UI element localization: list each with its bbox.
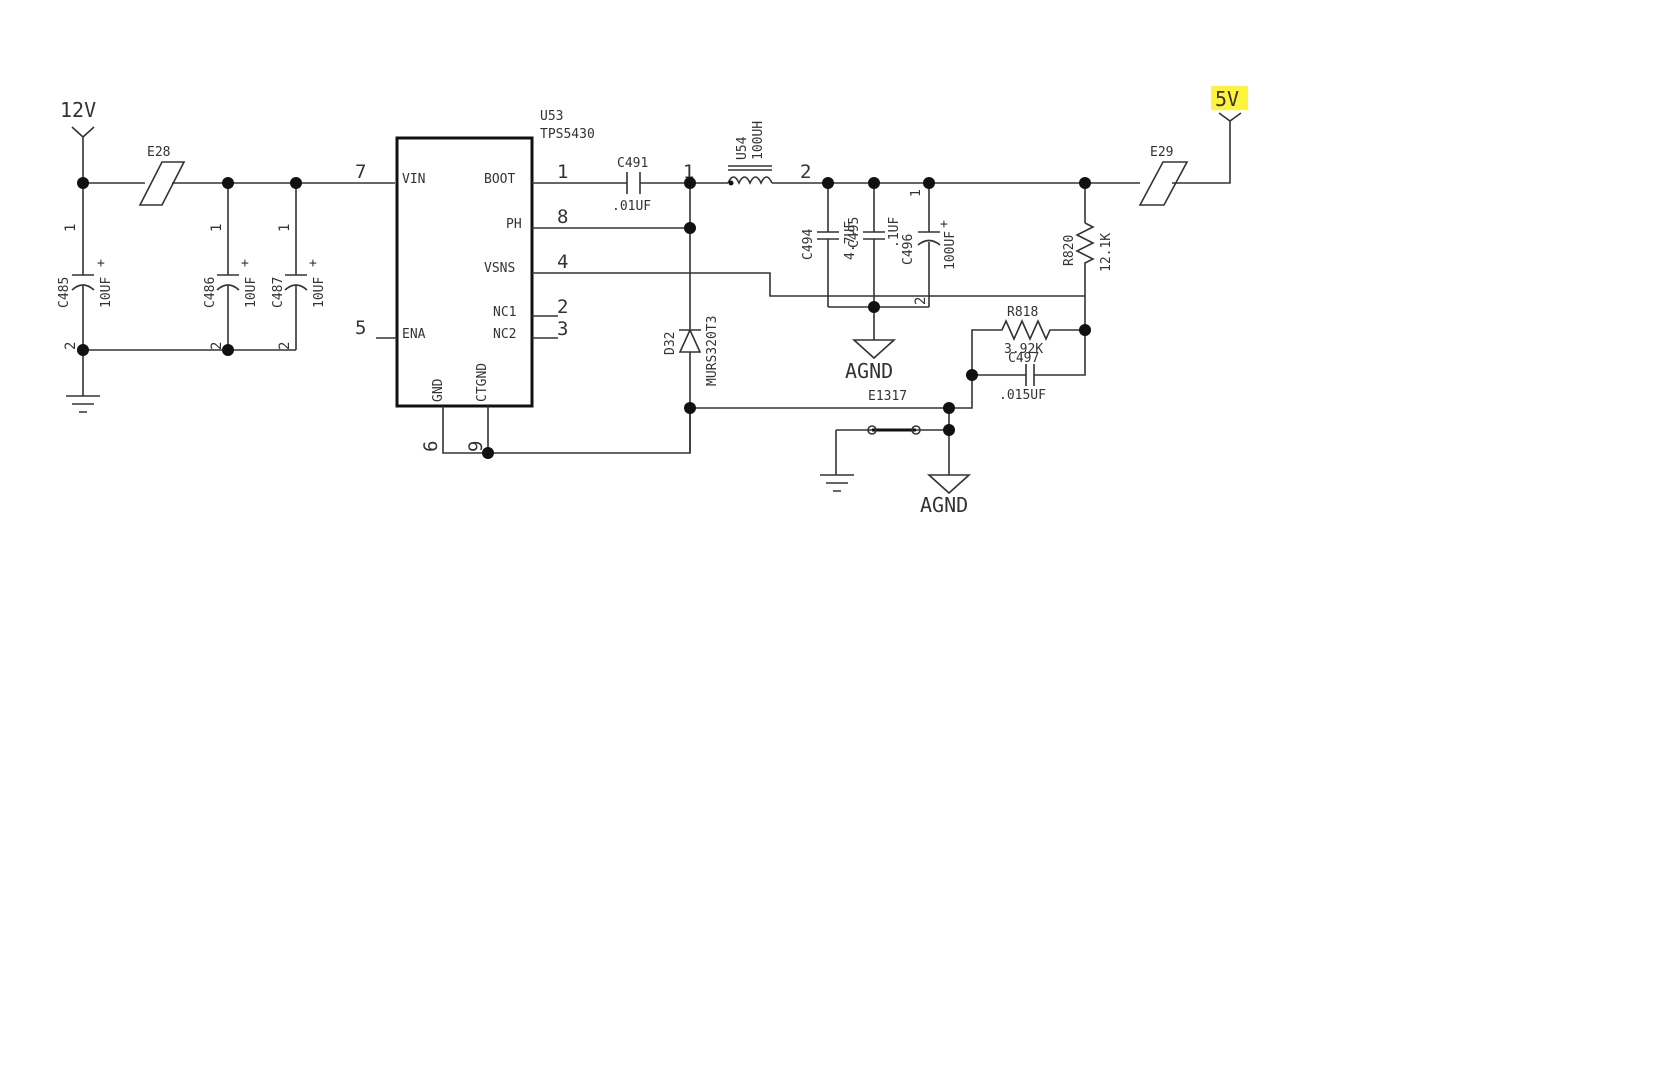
capacitor-c487: + 1 2 C487 10UF xyxy=(271,183,327,350)
c495-value: .1UF xyxy=(887,217,902,248)
capacitor-c494: C494 4.7UF xyxy=(801,183,858,307)
c486-ref: C486 xyxy=(203,277,218,308)
pin-ctgnd-number: 9 xyxy=(465,441,487,452)
wire-input-ground xyxy=(82,349,296,396)
c486-value: 10UF xyxy=(244,277,259,308)
ferrite-e28: E28 xyxy=(138,145,186,206)
earth-ground-icon xyxy=(820,474,854,492)
resistor-r820: R820 12.1K xyxy=(1062,183,1114,330)
capacitor-c496: + 1 2 C496 100UF xyxy=(901,183,958,307)
inductor-u54: U54 100UH 2 xyxy=(690,121,1140,186)
agnd1-label: AGND xyxy=(845,359,893,383)
pin-vsns-number: 4 xyxy=(557,251,568,273)
pin-ctgnd-label: CTGND xyxy=(475,363,490,402)
ic-ref: U53 xyxy=(540,109,563,124)
pin-vsns-label: VSNS xyxy=(484,261,515,276)
ic-u53: U53 TPS5430 VIN BOOT PH VSNS ENA NC1 NC2… xyxy=(355,109,595,452)
agnd2-label: AGND xyxy=(920,493,968,517)
rail-5v-label: 5V xyxy=(1215,87,1239,111)
wire-feedback-ground xyxy=(690,375,973,409)
c496-ref: C496 xyxy=(901,234,916,265)
rail-5v-arrow xyxy=(1218,112,1242,122)
u54-pin2: 2 xyxy=(800,161,811,183)
pin-ena-label: ENA xyxy=(402,327,426,342)
pin-nc2-label: NC2 xyxy=(493,327,516,342)
capacitor-c497: C497 .015UF xyxy=(972,330,1086,403)
c487-ref: C487 xyxy=(271,277,286,308)
agnd-icon: AGND xyxy=(920,474,972,517)
wire-output-ground xyxy=(828,306,929,340)
c487-plus: + xyxy=(309,256,317,271)
u54-ref: U54 xyxy=(735,136,750,160)
d32-value: MURS320T3 xyxy=(705,316,720,386)
e29-label: E29 xyxy=(1150,145,1173,160)
c486-pin1: 1 xyxy=(209,224,225,232)
pin-gnd-number: 6 xyxy=(420,441,442,452)
e1317-label: E1317 xyxy=(868,389,907,404)
ferrite-e29: E29 xyxy=(1138,121,1231,206)
c491-value: .01UF xyxy=(612,199,651,214)
pin-boot-number: 1 xyxy=(557,161,568,183)
c497-ref: C497 xyxy=(1008,351,1039,366)
capacitor-c491: C491 .01UF 1 xyxy=(612,156,694,214)
c496-value: 100UF xyxy=(943,231,958,270)
c491-pin1: 1 xyxy=(683,161,694,183)
pin-ph-number: 8 xyxy=(557,206,568,228)
wire-vsns xyxy=(532,272,1085,297)
c485-ref: C485 xyxy=(57,277,72,308)
pin-nc1-number: 2 xyxy=(557,296,568,318)
u54-value: 100UH xyxy=(751,121,766,160)
c486-plus: + xyxy=(241,256,249,271)
c495-ref: C495 xyxy=(847,217,862,248)
pin-nc2-number: 3 xyxy=(557,318,568,340)
c496-plus: + xyxy=(940,217,948,232)
c496-pin2: 2 xyxy=(913,297,929,305)
junction-dots xyxy=(77,177,1091,459)
e28-label: E28 xyxy=(147,145,170,160)
c485-value: 10UF xyxy=(99,277,114,308)
rail-5v: 5V xyxy=(1211,86,1248,122)
jumper-e1317: E1317 xyxy=(835,389,949,475)
r820-value: 12.1K xyxy=(1099,233,1114,272)
pin-gnd-label: GND xyxy=(431,378,446,402)
pin-nc1-label: NC1 xyxy=(493,305,516,320)
c486-pin2: 2 xyxy=(209,342,225,350)
c485-plus: + xyxy=(97,256,105,271)
earth-ground-icon xyxy=(66,395,100,413)
c496-pin1: 1 xyxy=(909,189,924,197)
rail-12v-label: 12V xyxy=(60,98,96,122)
c494-ref: C494 xyxy=(801,229,816,260)
d32-ref: D32 xyxy=(663,332,678,355)
rail-12v-arrow xyxy=(71,126,95,183)
c487-pin2: 2 xyxy=(277,342,293,350)
pin-ph-label: PH xyxy=(506,217,522,232)
c487-value: 10UF xyxy=(312,277,327,308)
capacitor-c486: + 1 2 C486 10UF xyxy=(203,183,259,350)
rail-5v-highlight xyxy=(1211,86,1248,110)
r820-ref: R820 xyxy=(1062,235,1077,266)
r818-ref: R818 xyxy=(1007,305,1038,320)
ic-body xyxy=(395,136,534,408)
r818-value: 3.92K xyxy=(1004,342,1043,357)
resistor-r818: R818 3.92K xyxy=(971,305,1085,375)
c487-pin1: 1 xyxy=(277,224,293,232)
rail-12v: 12V xyxy=(60,98,96,183)
wire-nc-ena xyxy=(376,315,558,339)
c485-pin1: 1 xyxy=(63,224,79,232)
pin-ena-number: 5 xyxy=(355,317,366,339)
c494-value: 4.7UF xyxy=(843,221,858,260)
c491-ref: C491 xyxy=(617,156,648,171)
capacitor-c495: C495 .1UF xyxy=(847,183,902,307)
pin-vin-number: 7 xyxy=(355,161,366,183)
c485-pin2: 2 xyxy=(63,342,79,350)
capacitor-c485: + 1 2 C485 10UF xyxy=(57,183,114,350)
pin-boot-label: BOOT xyxy=(484,172,515,187)
agnd-icon: AGND xyxy=(845,339,897,383)
c497-value: .015UF xyxy=(999,388,1046,403)
pin-vin-label: VIN xyxy=(402,172,425,187)
ic-part: TPS5430 xyxy=(540,127,595,142)
